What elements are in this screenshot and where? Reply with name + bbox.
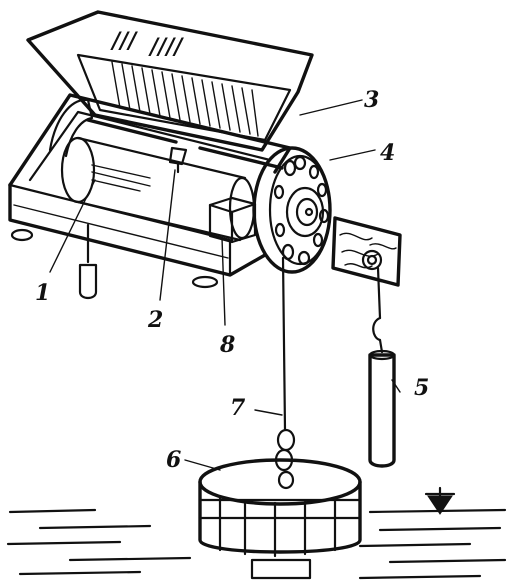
label-3: 3 (364, 87, 379, 113)
lid-mark-right: //// (148, 34, 184, 60)
label-1: 1 (35, 280, 50, 306)
label-7: 7 (230, 395, 246, 421)
label-8: 8 (219, 332, 235, 358)
lid-mark-left: /// (110, 28, 138, 54)
leader-lines (49, 99, 401, 471)
counterweight-bracket (331, 216, 402, 287)
label-2: 2 (147, 307, 163, 333)
lid: /// //// (26, 10, 314, 152)
water-surface (6, 486, 507, 580)
float-pulley (252, 146, 332, 274)
float-wire (274, 256, 296, 490)
label-4: 4 (380, 140, 395, 166)
water-level-mark (424, 486, 456, 515)
gear-box (208, 196, 257, 244)
label-6: 6 (166, 447, 181, 473)
float (198, 458, 362, 580)
counterweight (368, 266, 396, 468)
label-5: 5 (414, 375, 429, 401)
